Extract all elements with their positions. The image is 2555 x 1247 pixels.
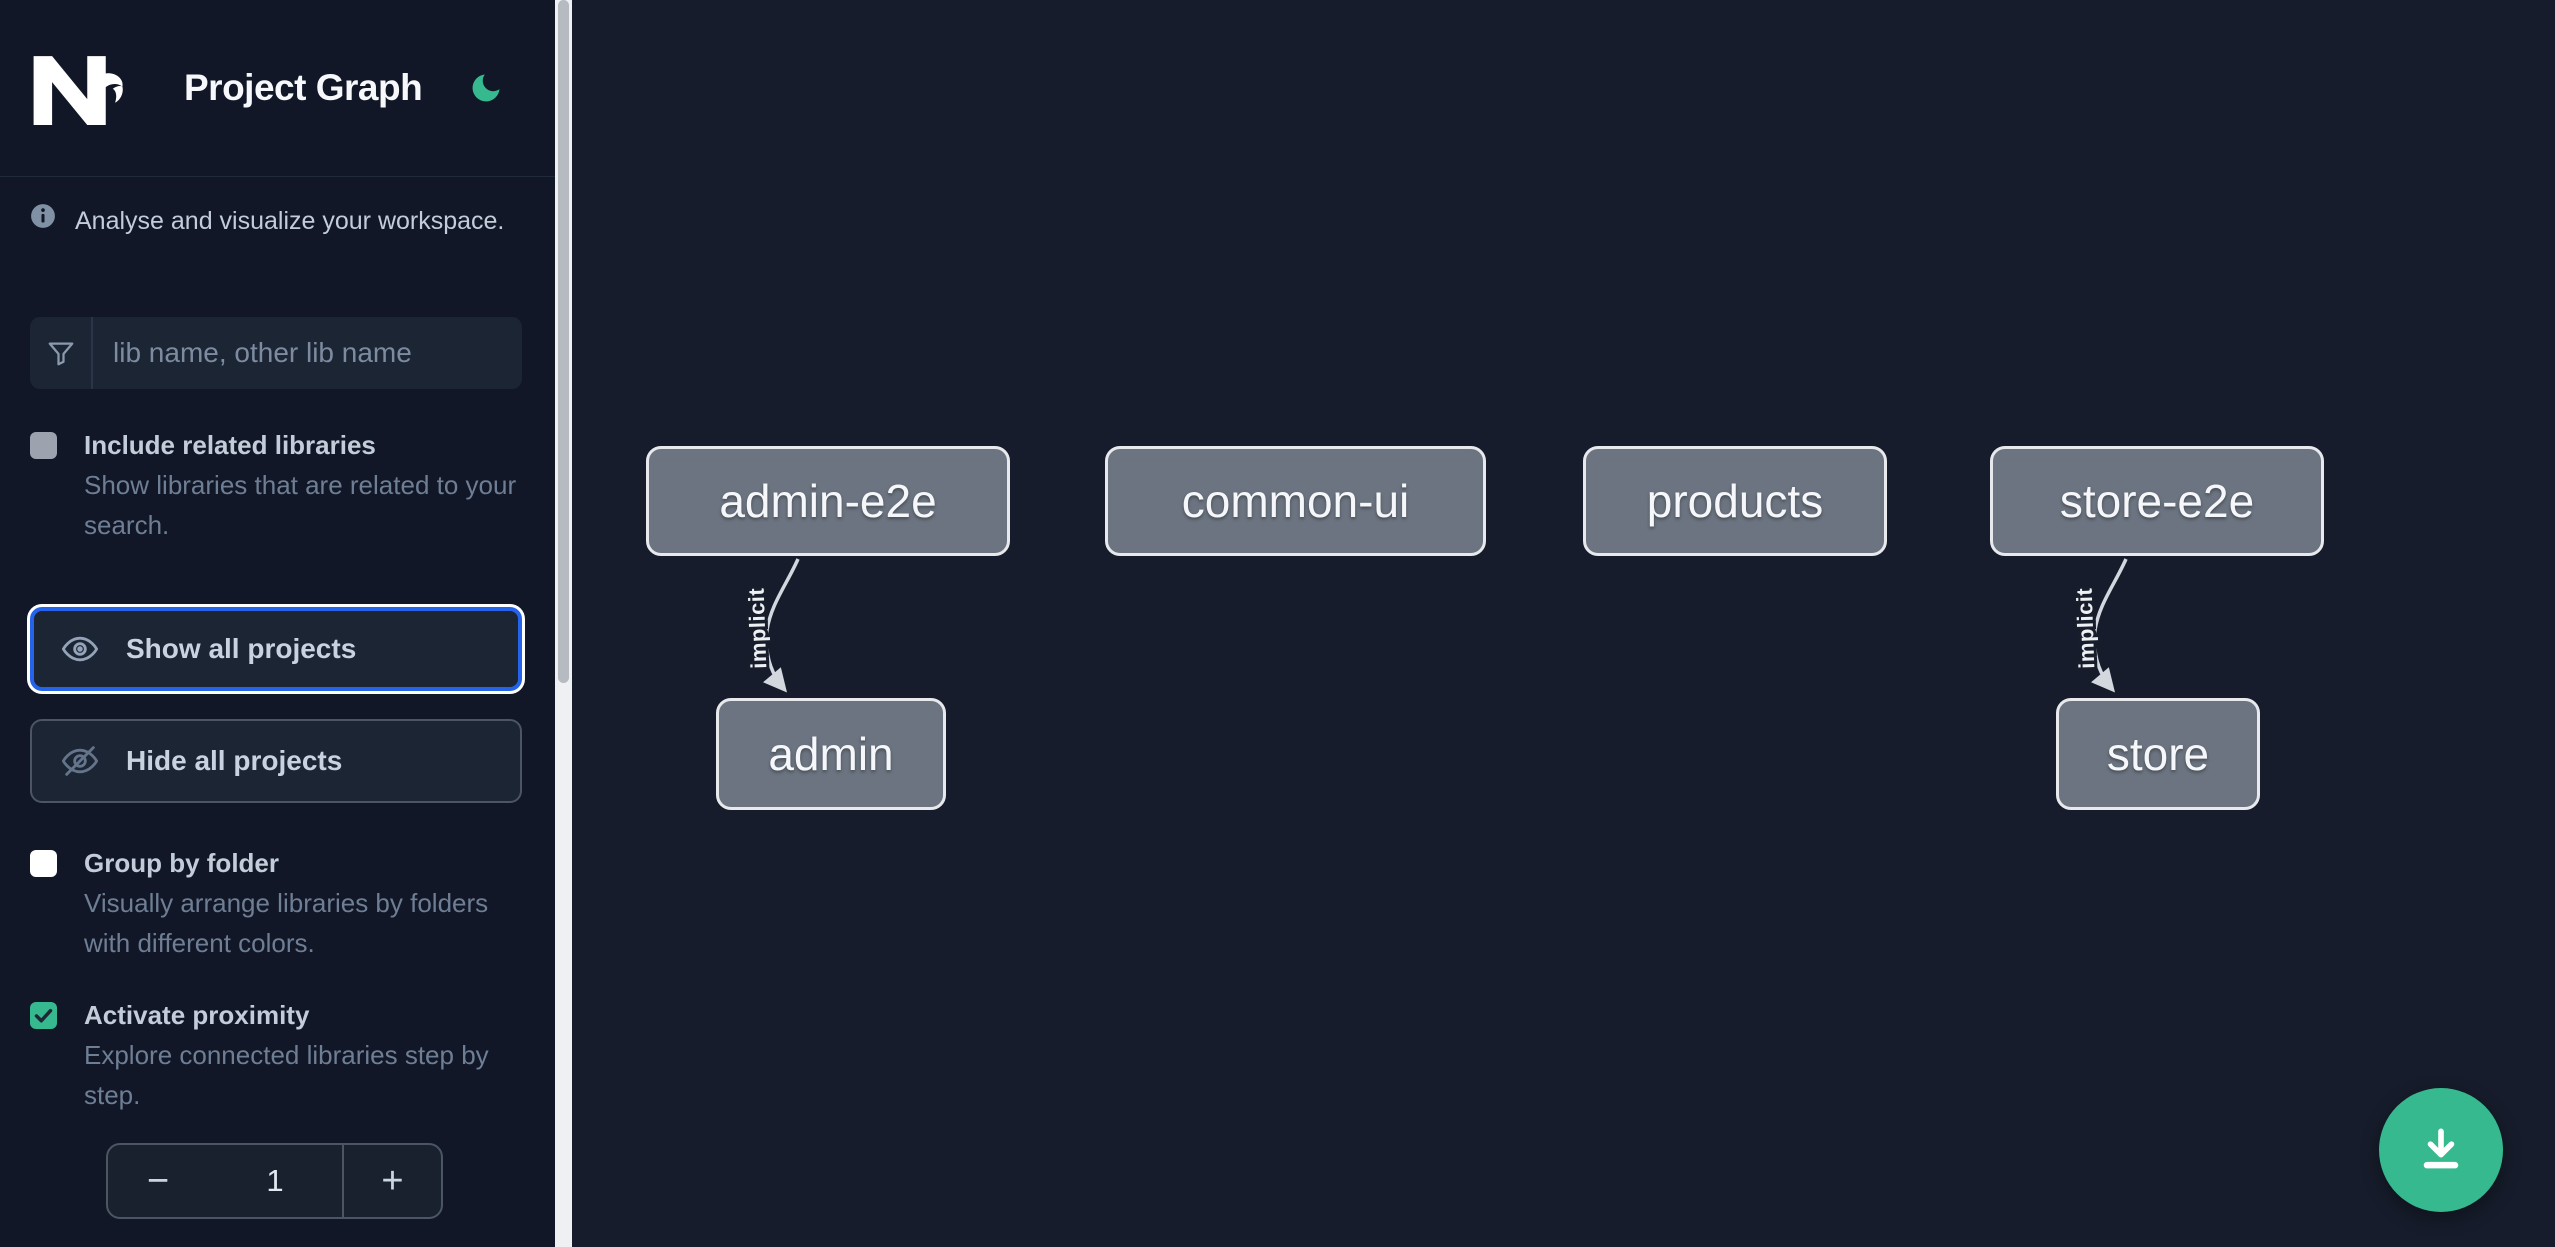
- search-box: [30, 317, 522, 389]
- edge-label-implicit: implicit: [744, 587, 772, 669]
- sidebar: Project Graph Analyse and visualize your…: [0, 0, 555, 1247]
- graph-node-common-ui[interactable]: common-ui: [1105, 446, 1486, 556]
- graph-node-store-e2e[interactable]: store-e2e: [1990, 446, 2324, 556]
- hide-all-projects-button[interactable]: Hide all projects: [30, 719, 522, 803]
- edge-label-implicit: implicit: [2072, 587, 2100, 669]
- include-related-checkbox[interactable]: [30, 432, 57, 459]
- scrollbar-thumb[interactable]: [558, 0, 569, 683]
- graph-node-store[interactable]: store: [2056, 698, 2260, 810]
- nx-logo-icon: [33, 56, 123, 125]
- edge-store-e2e-to-store[interactable]: [2091, 558, 2128, 693]
- moon-icon: [472, 74, 500, 102]
- edge-admin-e2e-to-admin[interactable]: [763, 558, 800, 693]
- proximity-depth-stepper: − 1 +: [106, 1143, 443, 1219]
- theme-toggle-button[interactable]: [466, 68, 506, 108]
- activate-proximity-row: Activate proximity Explore connected lib…: [30, 995, 525, 1115]
- include-related-description: Show libraries that are related to your …: [84, 470, 517, 540]
- sidebar-scrollbar[interactable]: [555, 0, 572, 1247]
- sidebar-header: Project Graph: [0, 0, 555, 177]
- group-by-folder-label[interactable]: Group by folder: [84, 848, 279, 878]
- workspace-info-row: Analyse and visualize your workspace.: [30, 203, 525, 243]
- graph-canvas[interactable]: implicit implicit admin-e2e common-ui pr…: [555, 0, 2555, 1247]
- group-by-folder-description: Visually arrange libraries by folders wi…: [84, 888, 489, 958]
- activate-proximity-description: Explore connected libraries step by step…: [84, 1040, 489, 1110]
- info-icon: [31, 204, 55, 228]
- filter-funnel-icon: [30, 317, 93, 389]
- hide-all-projects-label: Hide all projects: [126, 745, 343, 776]
- page-title: Project Graph: [184, 67, 423, 108]
- graph-edges: implicit implicit: [741, 558, 2128, 693]
- graph-node-products[interactable]: products: [1583, 446, 1887, 556]
- depth-value: 1: [208, 1145, 344, 1217]
- download-icon: [2423, 1128, 2459, 1169]
- activate-proximity-label[interactable]: Activate proximity: [84, 1000, 310, 1030]
- graph-node-admin[interactable]: admin: [716, 698, 946, 810]
- group-by-folder-checkbox[interactable]: [30, 850, 57, 877]
- activate-proximity-checkbox[interactable]: [30, 1002, 57, 1029]
- include-related-label[interactable]: Include related libraries: [84, 430, 376, 460]
- download-graph-button[interactable]: [2379, 1088, 2503, 1212]
- search-input[interactable]: [93, 317, 522, 389]
- graph-node-admin-e2e[interactable]: admin-e2e: [646, 446, 1010, 556]
- group-by-folder-row: Group by folder Visually arrange librari…: [30, 843, 525, 963]
- eye-slash-icon: [61, 746, 99, 776]
- checkmark-icon: [34, 1008, 53, 1023]
- show-all-projects-label: Show all projects: [126, 633, 357, 664]
- workspace-info-text: Analyse and visualize your workspace.: [75, 207, 505, 235]
- eye-icon: [61, 636, 99, 662]
- increment-button[interactable]: +: [344, 1145, 441, 1217]
- decrement-button[interactable]: −: [108, 1145, 208, 1217]
- show-all-projects-button[interactable]: Show all projects: [30, 607, 522, 691]
- include-related-row: Include related libraries Show libraries…: [30, 425, 525, 545]
